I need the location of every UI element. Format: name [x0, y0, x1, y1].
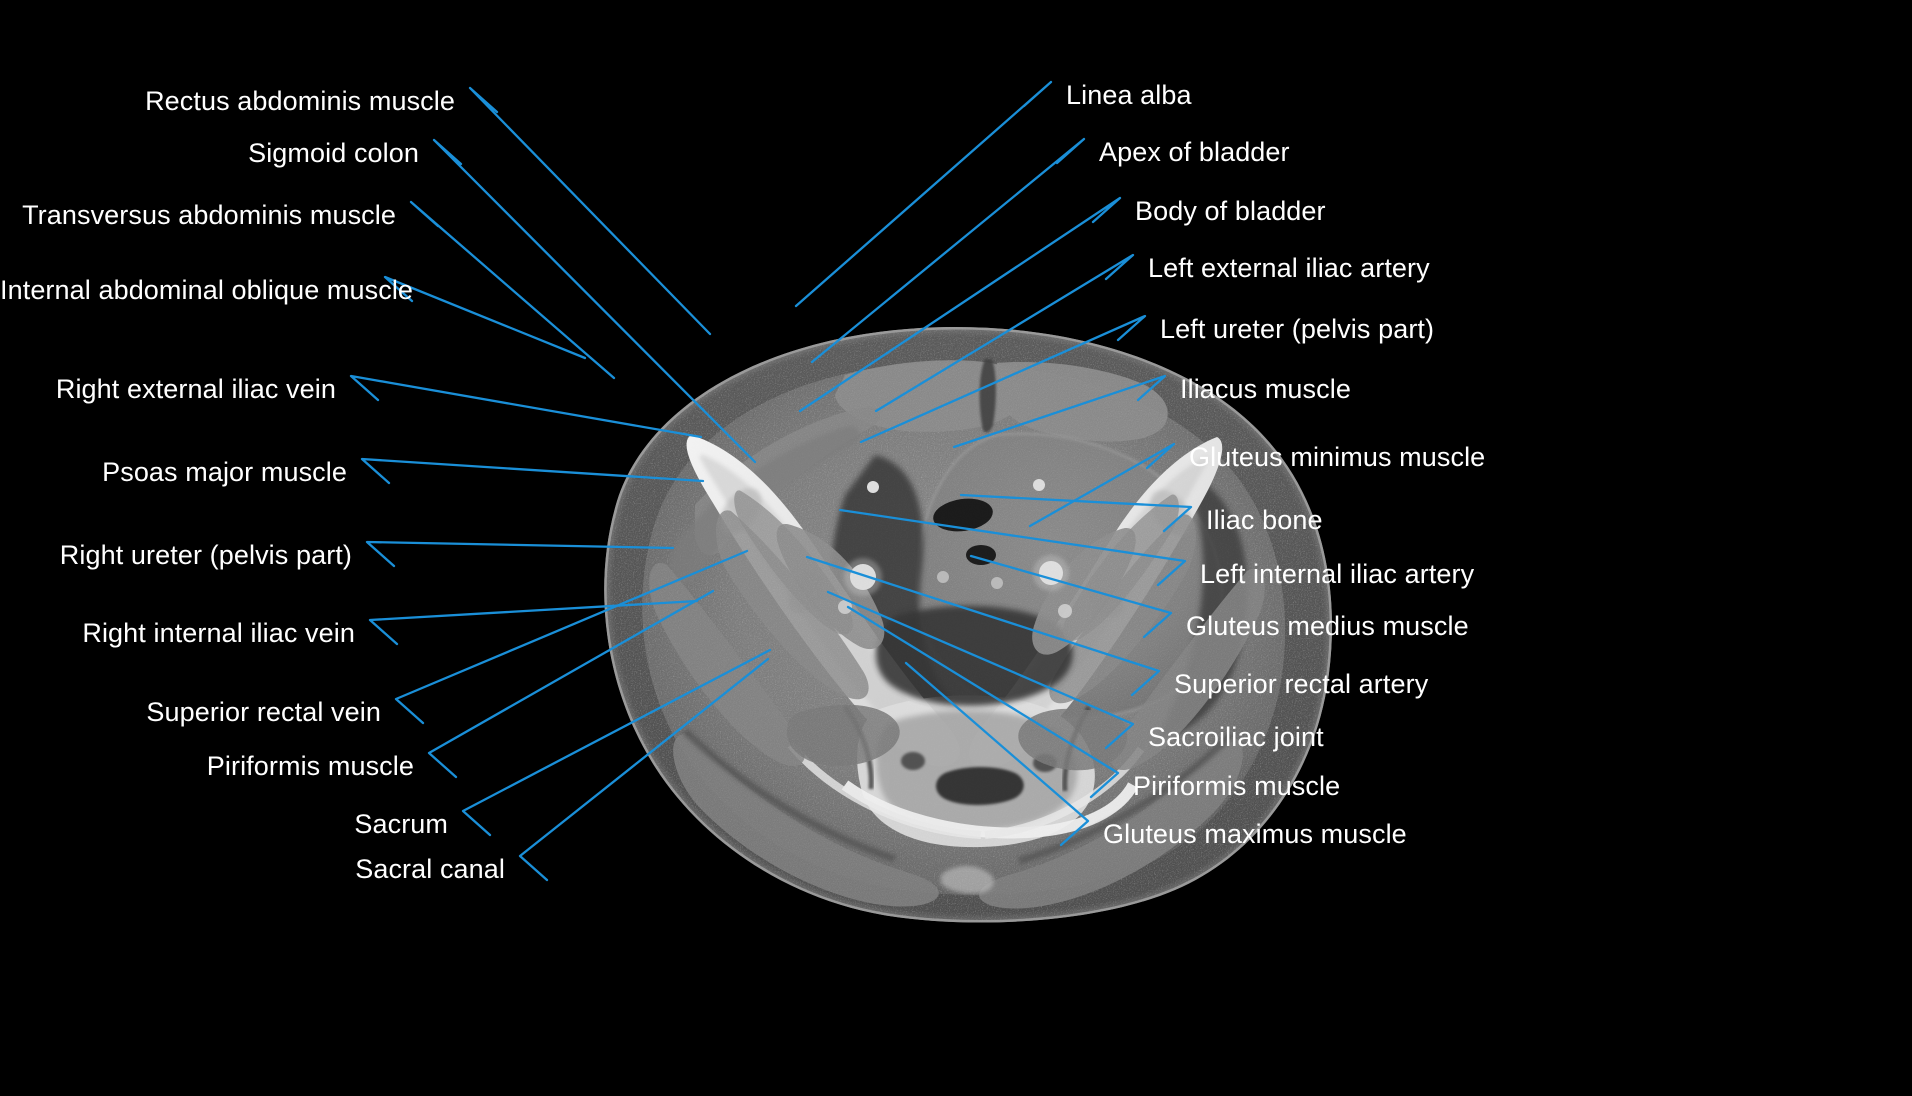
label-superior-rectal-vein: Superior rectal vein [146, 697, 381, 727]
label-sacral-canal: Sacral canal [355, 854, 505, 884]
label-psoas-major-muscle: Psoas major muscle [102, 457, 347, 487]
leader-rectus-abdominis-muscle [468, 86, 712, 336]
label-sigmoid-colon: Sigmoid colon [248, 138, 419, 168]
label-gluteus-medius-muscle: Gluteus medius muscle [1186, 611, 1469, 641]
label-linea-alba: Linea alba [1066, 80, 1192, 110]
label-right-ureter-pelvis-part: Right ureter (pelvis part) [59, 540, 352, 570]
label-gluteus-minimus-muscle: Gluteus minimus muscle [1189, 442, 1486, 472]
label-sacroiliac-joint: Sacroiliac joint [1148, 722, 1324, 752]
label-piriformis-muscle-left: Piriformis muscle [206, 751, 414, 781]
label-sacrum: Sacrum [354, 809, 448, 839]
label-gluteus-maximus-muscle: Gluteus maximus muscle [1103, 819, 1407, 849]
label-iliacus-muscle: Iliacus muscle [1180, 374, 1351, 404]
label-right-internal-iliac-vein: Right internal iliac vein [82, 618, 355, 648]
leader-linea-alba [794, 80, 1053, 308]
label-right-external-iliac-vein: Right external iliac vein [55, 374, 336, 404]
label-iliac-bone: Iliac bone [1206, 505, 1323, 535]
label-transversus-abdominis-muscle: Transversus abdominis muscle [22, 200, 396, 230]
label-superior-rectal-artery: Superior rectal artery [1174, 669, 1429, 699]
label-rectus-abdominis-muscle: Rectus abdominis muscle [145, 86, 455, 116]
label-body-of-bladder: Body of bladder [1135, 196, 1326, 226]
label-piriformis-muscle-right: Piriformis muscle [1133, 771, 1341, 801]
label-left-internal-iliac-artery: Left internal iliac artery [1200, 559, 1475, 589]
label-apex-of-bladder: Apex of bladder [1099, 137, 1290, 167]
label-left-external-iliac-artery: Left external iliac artery [1148, 253, 1430, 283]
label-internal-abdominal-oblique-muscle: Internal abdominal oblique muscle [0, 275, 414, 305]
label-left-ureter-pelvis-part: Left ureter (pelvis part) [1160, 314, 1435, 344]
